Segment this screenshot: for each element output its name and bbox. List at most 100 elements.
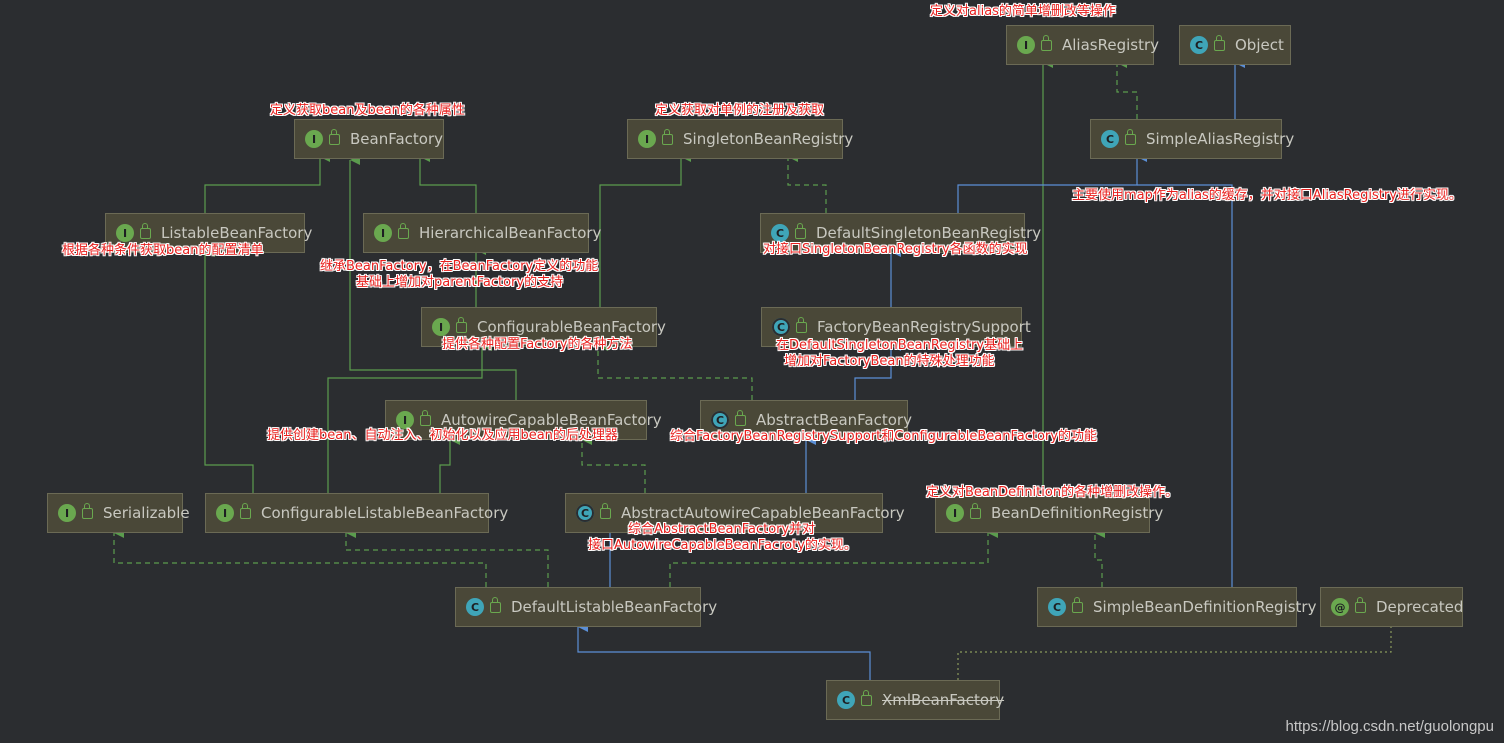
annotation-autowire-capable: 提供创建bean、自动注入、初始化以及应用bean的后处理器 (267, 428, 618, 443)
node-label: ListableBeanFactory (161, 224, 313, 242)
interface-icon: I (216, 504, 234, 522)
node-xml-bean-factory[interactable]: C XmlBeanFactory (826, 680, 1004, 720)
node-factory-bean-registry-support[interactable]: C FactoryBeanRegistrySupport (761, 307, 1031, 347)
interface-icon: I (432, 318, 450, 336)
node-singleton-bean-registry[interactable]: I SingletonBeanRegistry (627, 119, 853, 159)
annotation-factory-support-line2: 增加对FactoryBean的特殊处理功能 (784, 354, 995, 369)
node-object[interactable]: C Object (1179, 25, 1291, 65)
node-simple-alias-registry[interactable]: C SimpleAliasRegistry (1090, 119, 1294, 159)
edge-cl-to-listable (204, 247, 254, 493)
node-label: AutowireCapableBeanFactory (441, 411, 662, 429)
lock-icon (490, 596, 501, 613)
annotation-hierarchical-line2: 基础上增加对parentFactory的支持 (356, 275, 564, 290)
edge-defaultsingleton-to-singleton (787, 152, 827, 213)
node-label: SimpleAliasRegistry (1146, 130, 1295, 148)
edge-cl-to-configurable (327, 341, 492, 493)
edge-abstractbf-to-configurable (597, 341, 753, 400)
lock-icon (1355, 596, 1366, 613)
lock-icon (861, 689, 872, 706)
node-label: AliasRegistry (1062, 36, 1160, 54)
edge-cl-to-autowire (439, 435, 460, 493)
lock-icon (420, 409, 431, 426)
edge-listable-to-beanfactory (204, 152, 330, 213)
annotation-simple-alias-registry: 主要使用map作为alias的缓存，并对接口AliasRegistry进行实现。 (1072, 188, 1462, 203)
node-abstract-bean-factory[interactable]: C AbstractBeanFactory (700, 400, 912, 440)
node-label: ConfigurableListableBeanFactory (261, 504, 509, 522)
annotation-abstract-autowire-line2: 接口AutowireCapableBeanFacroty的实现。 (588, 538, 857, 553)
edge-autowire-to-beanfactory (349, 155, 517, 400)
lock-icon (1214, 34, 1225, 51)
node-serializable[interactable]: I Serializable (47, 493, 190, 533)
node-abstract-autowire-capable-bean-factory[interactable]: C AbstractAutowireCapableBeanFactory (565, 493, 905, 533)
annotation-singleton-bean-registry: 定义获取对单例的注册及获取 (655, 103, 825, 118)
class-icon: C (466, 598, 484, 616)
node-label: Serializable (103, 504, 190, 522)
lock-icon (82, 502, 93, 519)
edge-sbdr-to-simplealias (1137, 184, 1233, 587)
annotation-icon: @ (1331, 598, 1349, 616)
edge-abstractautowire-to-autowire (581, 435, 646, 493)
node-label: HierarchicalBeanFactory (419, 224, 602, 242)
node-configurable-bean-factory[interactable]: I ConfigurableBeanFactory (421, 307, 666, 347)
interface-icon: I (396, 411, 414, 429)
abstract-class-icon: C (772, 318, 790, 336)
node-label: ConfigurableBeanFactory (477, 318, 666, 336)
node-alias-registry[interactable]: I AliasRegistry (1006, 25, 1159, 65)
annotation-hierarchical-line1: 继承BeanFactory，在BeanFactory定义的功能 (320, 259, 599, 274)
node-label: SingletonBeanRegistry (683, 130, 854, 148)
lock-icon (796, 316, 807, 333)
node-configurable-listable-bean-factory[interactable]: I ConfigurableListableBeanFactory (205, 493, 508, 533)
node-default-singleton-bean-registry[interactable]: C DefaultSingletonBeanRegistry (760, 213, 1041, 253)
interface-icon: I (305, 130, 323, 148)
node-listable-bean-factory[interactable]: I ListableBeanFactory (105, 213, 312, 253)
interface-icon: I (638, 130, 656, 148)
edge-abstractbf-to-factorysupport (854, 341, 901, 400)
annotation-abstract-autowire-line1: 综合AbstractBeanFactory并对 (628, 522, 816, 537)
annotation-configurable-bean-factory: 提供各种配置Factory的各种方法 (442, 337, 633, 352)
edge-dlbf-to-bdr (669, 528, 998, 587)
node-default-listable-bean-factory[interactable]: C DefaultListableBeanFactory (455, 587, 717, 627)
edge-xml-to-deprecated (957, 627, 1392, 680)
annotation-bean-definition-registry: 定义对BeanDefinition的各种增删改操作。 (926, 485, 1179, 500)
lock-icon (140, 222, 151, 239)
node-label: BeanDefinitionRegistry (991, 504, 1164, 522)
interface-icon: I (1017, 36, 1035, 54)
node-bean-definition-registry[interactable]: I BeanDefinitionRegistry (935, 493, 1163, 533)
node-bean-factory[interactable]: I BeanFactory (294, 119, 444, 159)
lock-icon (662, 128, 673, 145)
annotation-listable-bean-factory: 根据各种条件获取bean的配置清单 (62, 243, 264, 258)
class-icon: C (1048, 598, 1066, 616)
watermark: https://blog.csdn.net/guolongpu (1285, 718, 1495, 735)
node-simple-bean-definition-registry[interactable]: C SimpleBeanDefinitionRegistry (1037, 587, 1316, 627)
lock-icon (795, 222, 806, 239)
node-label: DefaultSingletonBeanRegistry (816, 224, 1042, 242)
annotation-default-singleton-bean-registry: 对接口SingletonBeanRegistry各函数的实现 (763, 242, 1028, 257)
edge-sbdr-to-bdr (1094, 528, 1105, 587)
class-icon: C (771, 224, 789, 242)
lock-icon (456, 316, 467, 333)
class-icon: C (1101, 130, 1119, 148)
node-deprecated[interactable]: @ Deprecated (1320, 587, 1463, 627)
node-autowire-capable-bean-factory[interactable]: I AutowireCapableBeanFactory (385, 400, 662, 440)
annotation-bean-factory: 定义获取bean及bean的各种属性 (270, 103, 465, 118)
class-icon: C (1190, 36, 1208, 54)
lock-icon (398, 222, 409, 239)
lock-icon (240, 502, 251, 519)
node-label: DefaultListableBeanFactory (511, 598, 718, 616)
abstract-class-icon: C (576, 504, 594, 522)
class-icon: C (837, 691, 855, 709)
node-hierarchical-bean-factory[interactable]: I HierarchicalBeanFactory (363, 213, 601, 253)
lock-icon (1125, 128, 1136, 145)
node-label: XmlBeanFactory (882, 691, 1005, 709)
abstract-class-icon: C (711, 411, 729, 429)
edge-hierarchical-to-beanfactory (419, 152, 477, 213)
edge-configurable-to-singleton (599, 152, 691, 307)
edge-simplealias-to-alias (1116, 58, 1138, 119)
lock-icon (600, 502, 611, 519)
annotation-alias-registry: 定义对alias的简单增删改等操作 (930, 4, 1116, 19)
node-label: AbstractAutowireCapableBeanFactory (621, 504, 905, 522)
node-label: AbstractBeanFactory (756, 411, 912, 429)
interface-icon: I (58, 504, 76, 522)
